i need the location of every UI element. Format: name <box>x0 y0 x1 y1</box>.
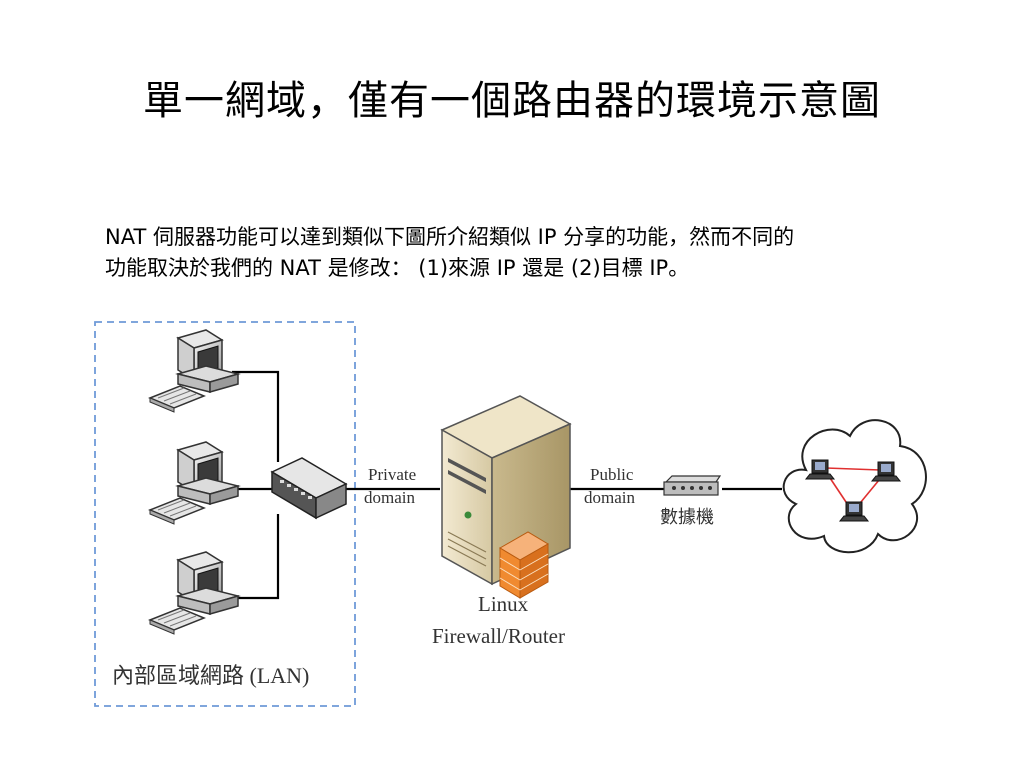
private-label-line1: Private <box>368 465 416 484</box>
modem-icon <box>663 475 722 496</box>
lan-computer <box>149 329 239 413</box>
private-label-line2: domain <box>364 488 415 507</box>
body-line-1: NAT 伺服器功能可以達到類似下圖所介紹類似 IP 分享的功能，然而不同的 <box>105 225 795 249</box>
internet-cloud-icon <box>782 419 927 554</box>
slide-body: NAT 伺服器功能可以達到類似下圖所介紹類似 IP 分享的功能，然而不同的 功能… <box>105 222 935 284</box>
public-label-line2: domain <box>584 488 635 507</box>
router-label-line2: Firewall/Router <box>432 624 565 648</box>
switch-icon <box>270 457 348 520</box>
slide-title: 單一網域，僅有一個路由器的環境示意圖 <box>143 78 881 124</box>
router-label-line1: Linux <box>478 592 529 616</box>
lan-label: 內部區域網路 (LAN) <box>112 663 310 688</box>
modem-label: 數據機 <box>660 507 714 527</box>
lan-wires <box>232 370 782 600</box>
firewall-icon <box>499 531 549 599</box>
lan-computer <box>149 441 239 525</box>
public-label-line1: Public <box>590 465 634 484</box>
lan-boundary <box>94 321 356 707</box>
lan-computer <box>149 551 239 635</box>
body-line-2: 功能取決於我們的 NAT 是修改： (1)來源 IP 還是 (2)目標 IP。 <box>105 256 690 280</box>
